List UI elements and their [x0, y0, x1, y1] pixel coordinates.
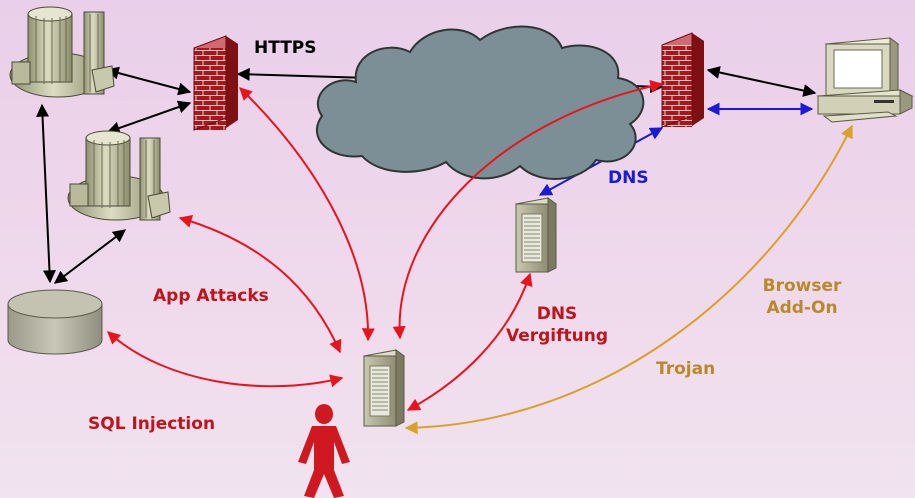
dns-label: DNS	[608, 168, 649, 188]
link-farm-mid-to-firewall	[106, 100, 192, 135]
browser-addon-label: Browser Add-On	[752, 275, 852, 319]
trojan-curve	[404, 124, 853, 435]
link-firewall-to-client	[706, 66, 817, 97]
firewall-left	[193, 35, 238, 131]
dns-poisoning-line1: DNS	[536, 304, 578, 324]
dns-poisoning-line2: Vergiftung	[505, 326, 609, 346]
dns-tower-server	[514, 197, 558, 273]
attacker-tower-server	[362, 349, 406, 427]
server-cluster-middle	[67, 130, 171, 221]
trojan-label: Trojan	[656, 359, 716, 379]
client-computer	[816, 37, 914, 123]
https-label: HTTPS	[254, 38, 317, 58]
app-attacks-label: App Attacks	[153, 286, 269, 306]
sql-injection-label: SQL Injection	[88, 414, 216, 434]
link-farm-top-to-database	[36, 103, 56, 284]
browser-addon-line2: Add-On	[766, 298, 838, 318]
link-farm-mid-to-database	[53, 229, 127, 284]
link-farm-top-to-firewall	[105, 66, 192, 96]
attack-firewall-left-curve	[239, 87, 375, 342]
attack-sql-curve	[107, 331, 344, 388]
dns-poisoning-label: DNS Vergiftung	[498, 303, 616, 347]
attacker-person-icon	[298, 404, 350, 498]
browser-addon-line1: Browser	[762, 276, 842, 296]
firewall-right	[661, 32, 704, 128]
server-cluster-top	[9, 6, 115, 98]
database-cylinder	[7, 289, 103, 355]
